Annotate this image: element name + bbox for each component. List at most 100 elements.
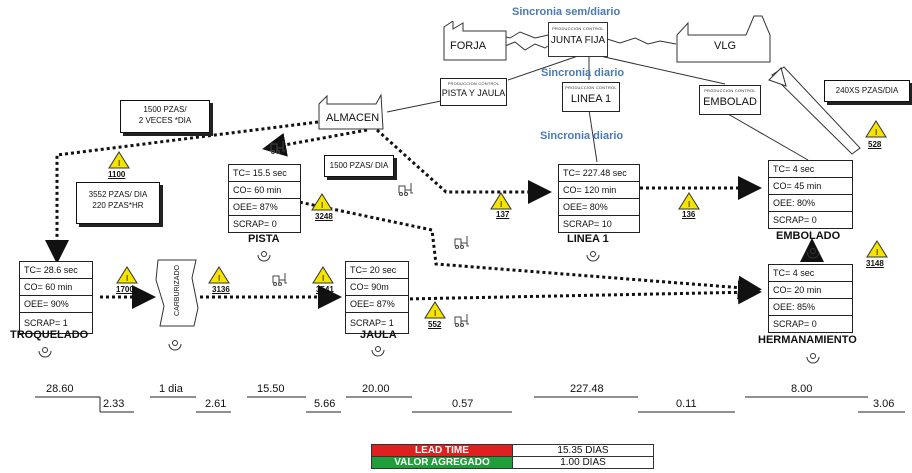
svg-text:I: I	[688, 200, 690, 209]
factory-almacen-label: ALMACEN	[326, 112, 380, 124]
forklift-icon	[272, 273, 287, 286]
sync-label-mid: Sincronia diario	[541, 67, 625, 79]
inventory-triangle-icon: I	[424, 301, 446, 319]
hermanamiento-co: CO= 20 min	[769, 282, 852, 299]
timeline-lines	[35, 396, 905, 413]
process-name-embolado: EMBOLADO	[776, 230, 841, 242]
hermanamiento-scrap: SCRAP= 0	[773, 319, 817, 329]
jaula-oee: OEE= 87%	[346, 296, 408, 313]
timeline-wait-1: 2.33	[103, 398, 125, 410]
inventory-3541: 3541	[316, 285, 334, 294]
timeline-value-troquelado: 28.60	[46, 383, 74, 395]
process-name-hermanamiento: HERMANAMIENTO	[758, 334, 857, 346]
jaula-scrap: SCRAP= 1	[350, 318, 394, 328]
control-linea1: PRODUCCION CONTROL LINEA 1	[562, 82, 620, 112]
factory-forja-label: FORJA	[450, 40, 487, 52]
note-vlg-frequency: 240XS PZAS/DIA	[824, 80, 910, 102]
factory-forja	[443, 21, 507, 61]
inventory-triangle-icon: I	[311, 193, 333, 211]
forklift-icon	[270, 141, 285, 154]
timeline-value-jaula: 20.00	[362, 383, 390, 395]
inventory-triangle-icon: I	[312, 266, 334, 284]
troquelado-tc: TC= 28.6 sec	[20, 262, 92, 279]
lead-time-value: 15.35 DIAS	[512, 444, 654, 457]
pista-co: CO= 60 min	[229, 182, 300, 199]
svg-text:I: I	[118, 159, 120, 168]
linea1-tc: TC= 227.48 sec	[559, 165, 639, 182]
embolado-scrap: SCRAP= 0	[773, 215, 817, 225]
timeline-wait-5: 0.11	[676, 398, 697, 410]
operator-icon	[806, 248, 820, 259]
svg-text:I: I	[126, 274, 128, 283]
svg-text:I: I	[434, 309, 436, 318]
embolado-oee: OEE: 80%	[769, 195, 852, 212]
svg-text:I: I	[218, 274, 220, 283]
note-troquelado-demand: 3552 PZAS/ DIA 220 PZAS*HR	[76, 182, 160, 224]
forklift-icon	[454, 314, 469, 327]
control-embolad-label: EMBOLAD	[703, 96, 757, 108]
hermanamiento-oee: OEE: 85%	[769, 299, 852, 316]
factory-vlg-label: VLG	[714, 40, 737, 52]
inventory-triangle-icon: I	[208, 266, 230, 284]
inventory-528: 528	[868, 140, 882, 149]
svg-text:I: I	[875, 128, 877, 137]
process-name-linea1: LINEA 1	[567, 233, 609, 245]
timeline-wait-6: 3.06	[873, 398, 895, 410]
process-box-embolado: TC= 4 sec CO= 45 min OEE: 80% SCRAP= 0	[768, 160, 853, 229]
control-pista-jaula: PRODUCCION CONTROL PISTA Y JAULA	[440, 78, 507, 106]
pista-oee: OEE= 87%	[229, 199, 300, 216]
timeline-value-pista: 15.50	[257, 383, 285, 395]
operator-icon	[257, 251, 271, 262]
operator-icon	[586, 251, 600, 262]
linea1-oee: OEE= 80%	[559, 199, 639, 216]
carburizado-shape	[155, 259, 199, 327]
svg-text:I: I	[876, 248, 878, 257]
svg-text:I: I	[322, 274, 324, 283]
process-box-jaula: TC= 20 sec CO= 90m OEE= 87% SCRAP= 1	[345, 261, 409, 334]
inventory-triangle-icon: I	[108, 151, 130, 169]
value-added-row: VALOR AGREGADO 1.00 DIAS	[371, 456, 654, 469]
sync-label-low: Sincronia diario	[540, 130, 624, 142]
factory-almacen	[318, 94, 384, 130]
timeline-wait-2: 2.61	[205, 398, 227, 410]
pista-tc: TC= 15.5 sec	[229, 165, 300, 182]
inventory-552: 552	[428, 320, 442, 329]
process-name-troquelado: TROQUELADO	[10, 329, 89, 341]
timeline-value-carburizado: 1 dia	[159, 383, 183, 395]
operator-icon	[371, 346, 385, 357]
forklift-icon	[454, 236, 469, 249]
inventory-3136: 3136	[212, 285, 230, 294]
operator-icon	[806, 353, 820, 364]
operator-icon	[38, 347, 52, 358]
process-box-troquelado: TC= 28.6 sec CO= 60 min OEE= 90% SCRAP= …	[19, 261, 93, 334]
lead-time-row: LEAD TIME 15.35 DIAS	[371, 444, 654, 457]
svg-text:I: I	[321, 201, 323, 210]
operator-icon	[168, 340, 182, 351]
timeline-value-linea1: 227.48	[570, 383, 604, 395]
troquelado-oee: OEE= 90%	[20, 296, 92, 313]
embolado-tc: TC= 4 sec	[769, 161, 852, 178]
inventory-triangle-icon: I	[678, 192, 700, 210]
value-added-value: 1.00 DIAS	[512, 456, 654, 469]
troquelado-co: CO= 60 min	[20, 279, 92, 296]
hermanamiento-tc: TC= 4 sec	[769, 265, 852, 282]
inventory-136: 136	[682, 210, 696, 219]
control-pista-jaula-label: PISTA Y JAULA	[441, 88, 506, 98]
troquelado-scrap: SCRAP= 1	[24, 318, 68, 328]
linea1-co: CO= 120 min	[559, 182, 639, 199]
process-box-pista: TC= 15.5 sec CO= 60 min OEE= 87% SCRAP= …	[228, 164, 301, 233]
inventory-1100: 1100	[108, 170, 126, 179]
inventory-triangle-icon: I	[116, 266, 138, 284]
control-linea1-label: LINEA 1	[570, 93, 612, 105]
inventory-137: 137	[496, 210, 510, 219]
timeline-wait-3: 5.66	[314, 398, 336, 410]
factory-junta-label: JUNTA FIJA	[550, 35, 606, 46]
summary-table: LEAD TIME 15.35 DIAS VALOR AGREGADO 1.00…	[371, 444, 654, 469]
process-box-hermanamiento: TC= 4 sec CO= 20 min OEE: 85% SCRAP= 0	[768, 264, 853, 333]
process-box-linea1: TC= 227.48 sec CO= 120 min OEE= 80% SCRA…	[558, 164, 640, 233]
value-added-label: VALOR AGREGADO	[371, 456, 513, 469]
note-pista-demand: 1500 PZAS/ DIA	[324, 155, 394, 177]
timeline-value-embolado: 8.00	[791, 383, 813, 395]
push-arrows	[45, 120, 824, 309]
